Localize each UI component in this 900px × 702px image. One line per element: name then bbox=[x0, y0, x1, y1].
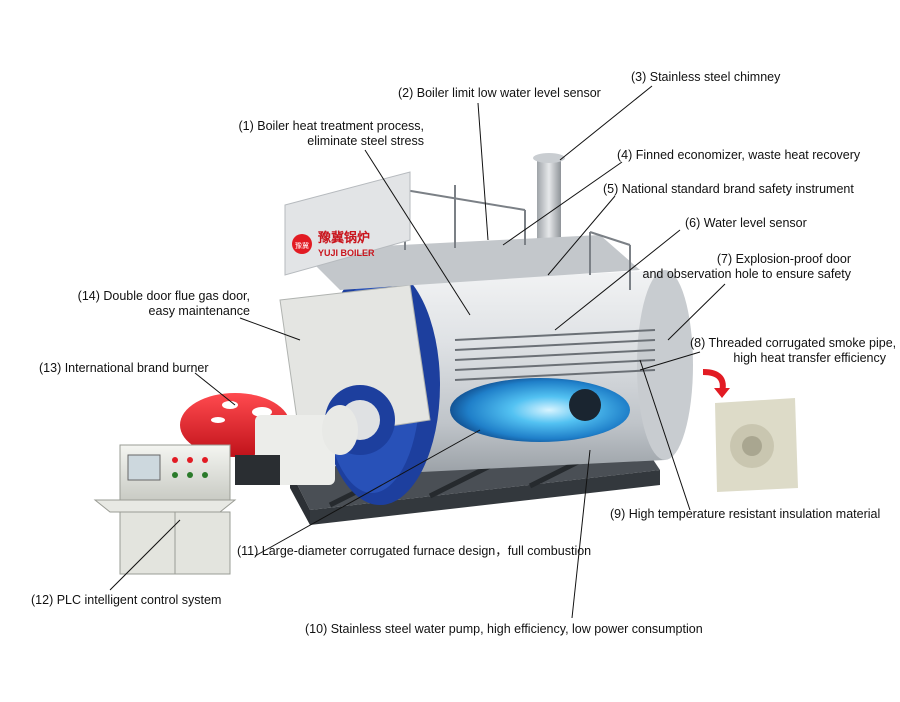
brand-box: 豫冀 豫冀锅炉 YUJI BOILER bbox=[284, 171, 411, 276]
leader-9 bbox=[639, 359, 691, 511]
leader-11 bbox=[254, 429, 481, 557]
callout-13: (13) International brand burner bbox=[39, 361, 209, 375]
smoke-pipes bbox=[454, 329, 656, 381]
callout-lines bbox=[109, 85, 726, 619]
callout-1: (1) Boiler heat treatment process,elimin… bbox=[238, 119, 425, 148]
leader-2 bbox=[477, 102, 489, 241]
leader-4 bbox=[502, 161, 623, 246]
callout-5: (5) National standard brand safety instr… bbox=[603, 182, 854, 196]
leader-5 bbox=[547, 195, 616, 276]
callout-2: (2) Boiler limit low water level sensor bbox=[398, 86, 601, 100]
callout-9: (9) High temperature resistant insulatio… bbox=[610, 507, 881, 521]
leader-3 bbox=[559, 85, 653, 161]
leader-7 bbox=[667, 283, 726, 341]
front-door bbox=[279, 265, 440, 505]
leader-10 bbox=[571, 449, 591, 619]
brand-name-cn: 豫冀锅炉 bbox=[318, 230, 370, 246]
callout-11: (11) Large-diameter corrugated furnace d… bbox=[237, 544, 592, 558]
leader-12 bbox=[109, 519, 181, 591]
leader-14 bbox=[239, 317, 301, 341]
callout-4: (4) Finned economizer, waste heat recove… bbox=[617, 148, 861, 162]
control-panel bbox=[93, 444, 237, 575]
furnace-flame bbox=[450, 378, 630, 442]
brand-seal: 豫冀 bbox=[295, 241, 309, 250]
callout-3: (3) Stainless steel chimney bbox=[631, 70, 781, 84]
callout-14: (14) Double door flue gas door,easy main… bbox=[77, 289, 250, 318]
leader-8 bbox=[639, 351, 701, 371]
leader-6 bbox=[554, 229, 681, 331]
callout-6: (6) Water level sensor bbox=[685, 216, 807, 230]
boiler-shell bbox=[360, 270, 693, 475]
leader-1 bbox=[364, 149, 471, 316]
leader-13 bbox=[194, 372, 236, 406]
burner bbox=[180, 393, 358, 485]
callout-10: (10) Stainless steel water pump, high ef… bbox=[305, 622, 703, 636]
brand-name-en: YUJI BOILER bbox=[318, 248, 375, 258]
callout-8: (8) Threaded corrugated smoke pipe,high … bbox=[690, 336, 897, 365]
callout-12: (12) PLC intelligent control system bbox=[31, 593, 222, 607]
rear-door bbox=[702, 369, 798, 492]
